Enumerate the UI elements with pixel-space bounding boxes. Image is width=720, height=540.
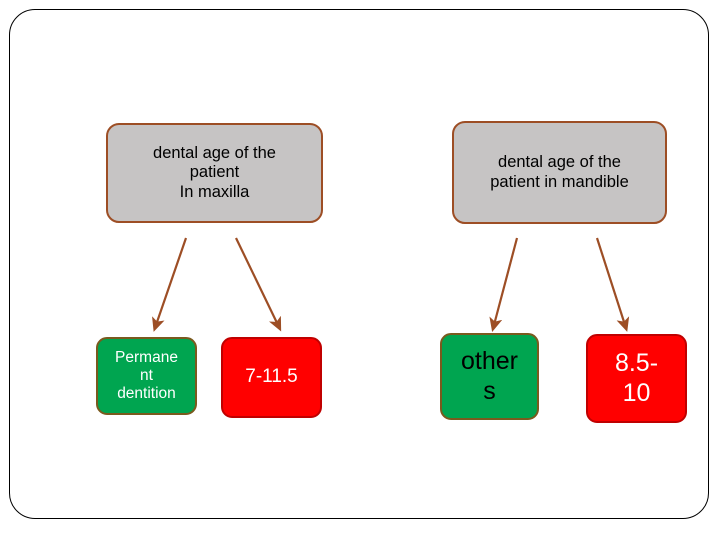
node-label-mandible: dental age of the patient in mandible: [490, 153, 629, 192]
node-label-line: s: [483, 376, 496, 405]
node-others[interactable]: other s: [440, 333, 539, 420]
node-label-line: 7-11.5: [245, 366, 298, 388]
node-label-others-age-range: 8.5- 10: [615, 349, 658, 408]
node-dental-age-mandible[interactable]: dental age of the patient in mandible: [452, 121, 667, 224]
node-permanent-dentition[interactable]: Permane nt dentition: [96, 337, 197, 415]
node-label-maxilla: dental age of the patient In maxilla: [153, 144, 276, 202]
node-label-line: dental age of the: [153, 143, 276, 162]
node-label-permanent-age-range: 7-11.5: [245, 366, 297, 388]
node-label-line: dental age of the: [498, 153, 621, 172]
node-label-line: 8.5-: [614, 349, 659, 377]
node-label-line: Permane: [115, 348, 178, 366]
slide-border: [9, 9, 709, 519]
node-label-line: nt: [140, 366, 153, 384]
node-label-others: other s: [461, 347, 518, 406]
node-dental-age-maxilla[interactable]: dental age of the patient In maxilla: [106, 123, 323, 223]
node-label-line: dentition: [117, 385, 176, 403]
node-label-line: patient in mandible: [490, 172, 629, 191]
node-label-line: other: [461, 347, 518, 375]
node-label-line: 10: [622, 378, 651, 407]
node-label-permanent-dentition: Permane nt dentition: [115, 349, 178, 404]
node-label-line: In maxilla: [179, 182, 250, 201]
node-permanent-age-range[interactable]: 7-11.5: [221, 337, 322, 418]
node-label-line: patient: [189, 163, 240, 182]
node-others-age-range[interactable]: 8.5- 10: [586, 334, 687, 423]
